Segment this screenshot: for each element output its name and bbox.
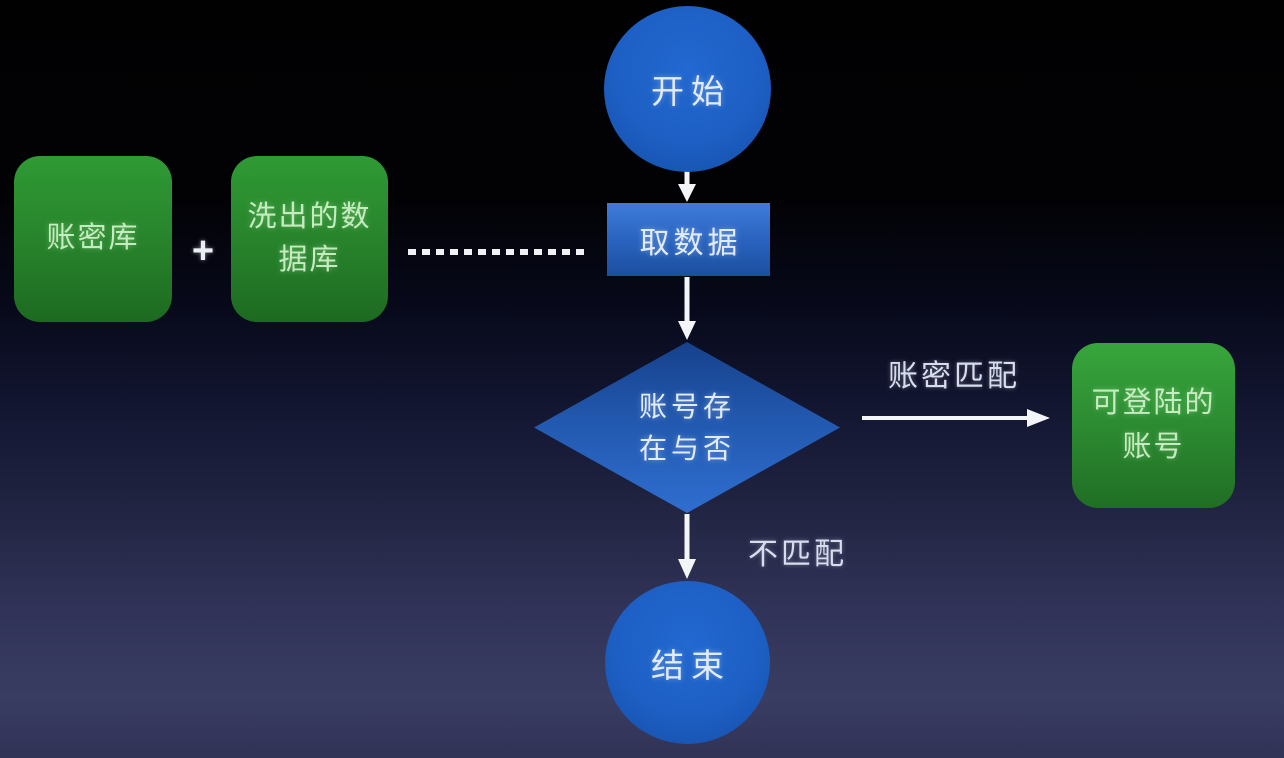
cred-db-node: 账密库 bbox=[14, 156, 172, 322]
end-node: 结束 bbox=[605, 581, 770, 744]
arrow-fetch-to-decision bbox=[678, 277, 696, 340]
arrow-start-to-fetch bbox=[678, 171, 696, 202]
no-match-edge-label: 不匹配 bbox=[748, 538, 847, 571]
washed-db-node: 洗出的数 据库 bbox=[231, 156, 388, 322]
plus-label: + bbox=[191, 230, 215, 272]
fetch-data-node: 取数据 bbox=[607, 203, 770, 276]
arrow-decision-to-login bbox=[862, 409, 1050, 427]
arrow-decision-to-end bbox=[678, 514, 696, 579]
decision-node: 账号存 在与否 bbox=[534, 342, 840, 513]
login-accounts-node: 可登陆的 账号 bbox=[1072, 343, 1235, 508]
match-edge-label: 账密匹配 bbox=[888, 360, 1020, 393]
start-node: 开始 bbox=[604, 6, 771, 172]
